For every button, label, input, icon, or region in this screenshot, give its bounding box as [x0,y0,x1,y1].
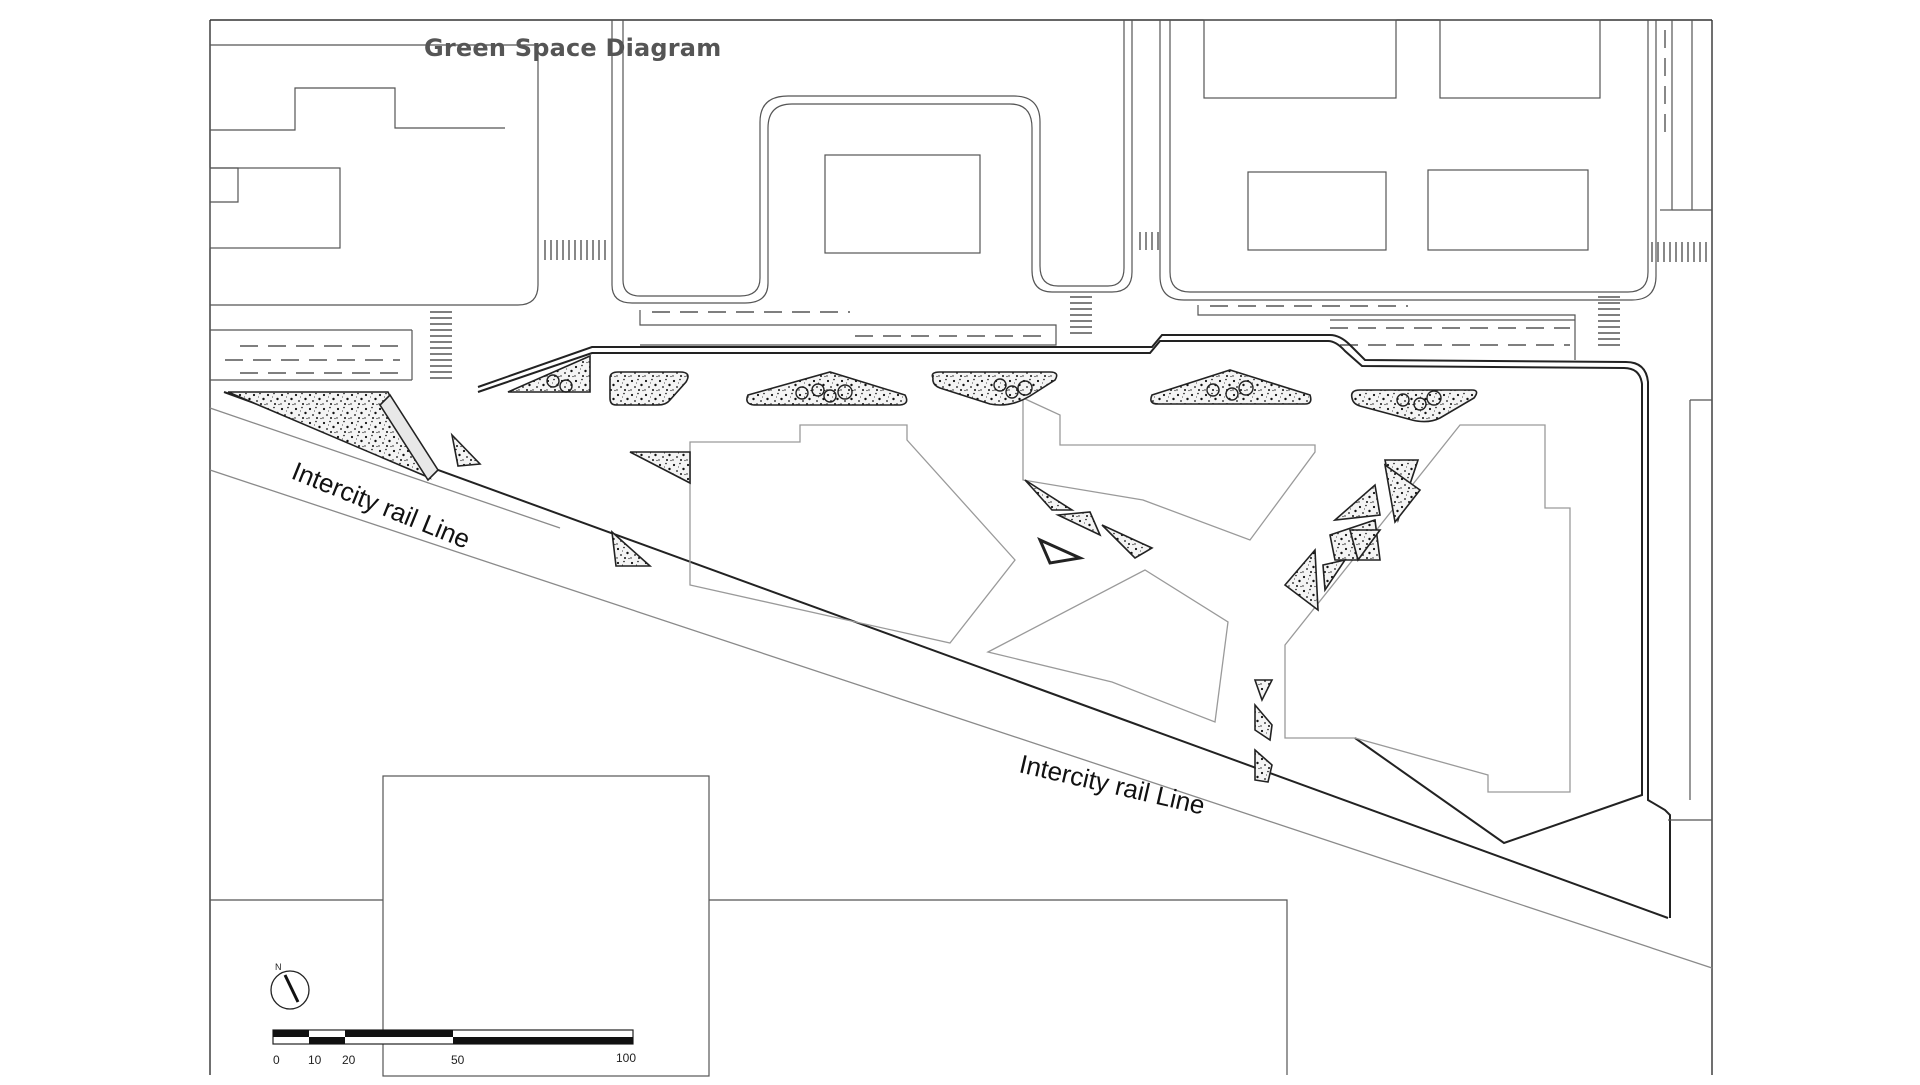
planter-2 [609,371,689,406]
south-parcels [210,399,1712,1077]
diagram-title: Green Space Diagram [424,34,722,62]
planter-3 [746,371,908,406]
road-planters [507,354,1478,423]
building-footprints [689,396,1571,793]
site-boundary [223,334,1671,919]
interior-planters [450,432,1422,783]
scale-label-0: 0 [273,1053,280,1067]
scale-label-20: 20 [342,1053,356,1067]
scale-label-100: 100 [616,1051,636,1065]
north-label: N [275,962,282,972]
rail-label-south: Intercity rail Line [1017,749,1208,821]
north-arrow-icon: N [270,962,310,1010]
scale-label-10: 10 [308,1053,322,1067]
scale-label-50: 50 [451,1053,465,1067]
planter-5 [1150,369,1312,405]
drawing-frame [209,19,1713,1075]
west-green-strip [227,391,440,482]
lane-markings [225,30,1666,374]
rail-corridor [209,407,1713,969]
pedestrian-crossings [430,232,1707,379]
planter-1 [507,354,591,393]
scale-bar: 0 10 20 50 100 [272,1029,636,1067]
tree-symbols [546,374,1442,411]
city-blocks [209,19,1712,306]
road-network [210,305,1576,381]
